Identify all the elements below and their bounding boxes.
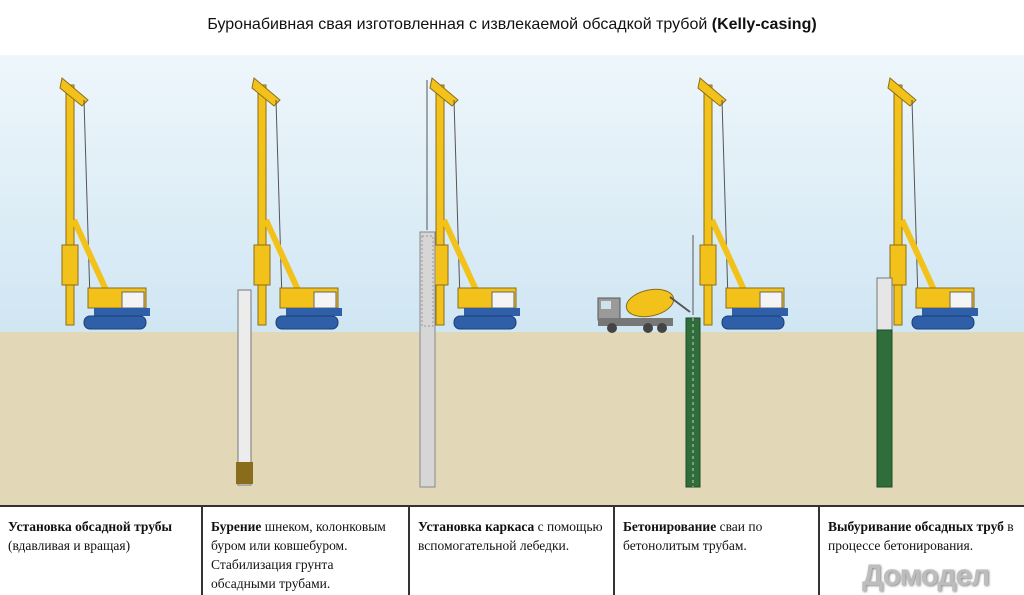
drilling-rig-4	[697, 77, 788, 330]
step-3-text: с помощью вспомогательной лебедки.	[418, 519, 603, 553]
step-4-title: Бетонирование	[623, 519, 717, 534]
pile-stage-2	[236, 289, 253, 486]
diagram-title: Буронабивная свая изготовленная с извлек…	[0, 16, 1024, 34]
step-3-title: Установка каркаса	[418, 519, 535, 534]
sky	[0, 55, 1024, 332]
drilling-rig-1	[59, 77, 150, 330]
step-5-text: в процессе бетонирования.	[828, 519, 1014, 553]
step-5: Выбуривание обсадных труб в процессе бет…	[820, 507, 1024, 595]
step-2-title: Бурение	[211, 519, 262, 534]
ground	[0, 332, 1024, 505]
cage-stage-3	[419, 80, 436, 488]
title-text: Буронабивная свая изготовленная с извлек…	[207, 16, 712, 33]
drilling-rig-5	[887, 77, 978, 330]
construction-scene	[0, 55, 1024, 505]
step-4: Бетонирование сваи по бетонолитым трубам…	[615, 507, 820, 595]
step-1-title: Установка обсадной трубы	[8, 519, 173, 534]
concrete-pile-stage-5	[876, 277, 893, 488]
concrete-pile-stage-4	[685, 235, 701, 488]
watermark-logo: Домодел	[862, 559, 990, 592]
drilling-rig-3	[429, 77, 520, 330]
steps-table: Установка обсадной трубы (вдавливая и вр…	[0, 505, 1024, 595]
step-2-text: шнеком, колонковым буром или ковшебуром.…	[211, 519, 386, 591]
title-bold-text: (Kelly-casing)	[711, 16, 817, 33]
step-2: Бурение шнеком, колонковым буром или ков…	[203, 507, 410, 595]
step-3: Установка каркаса с помощью вспомогатель…	[410, 507, 615, 595]
drilling-rig-2	[251, 77, 342, 330]
step-5-title: Выбуривание обсадных труб	[828, 519, 1004, 534]
step-4-text: сваи по бетонолитым трубам.	[623, 519, 763, 553]
concrete-mixer-truck	[597, 288, 691, 333]
step-1: Установка обсадной трубы (вдавливая и вр…	[0, 507, 203, 595]
step-1-text: (вдавливая и вращая)	[8, 538, 131, 553]
